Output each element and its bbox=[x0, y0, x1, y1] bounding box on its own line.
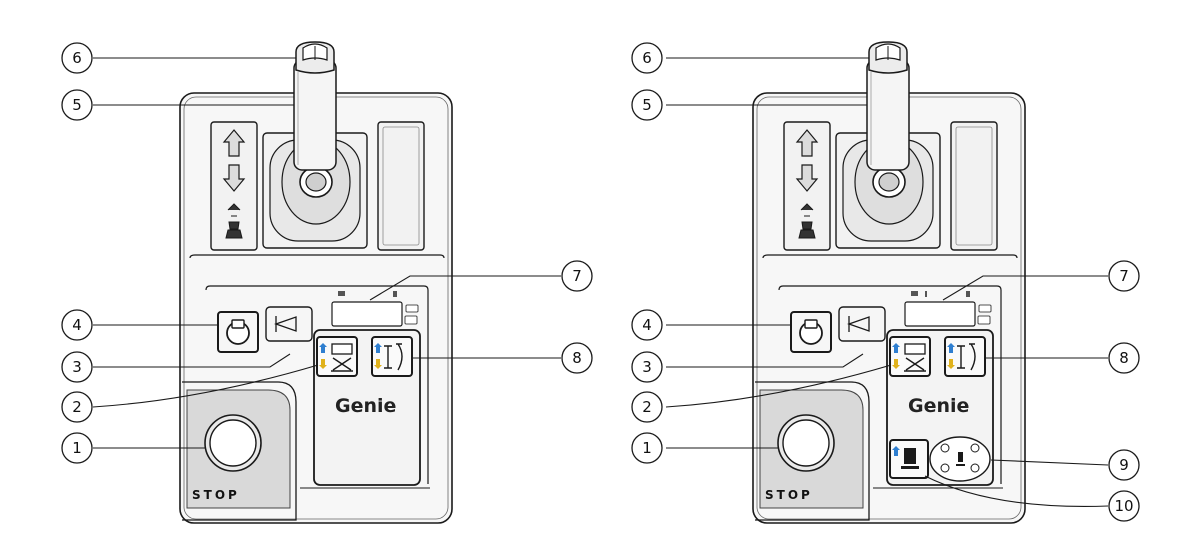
callout-3: 3 bbox=[62, 352, 92, 382]
callout-2: 2 bbox=[62, 392, 92, 422]
callout-3: 3 bbox=[632, 352, 662, 382]
svg-text:7: 7 bbox=[572, 267, 582, 285]
callout-2: 2 bbox=[632, 392, 662, 422]
callout-9: 9 bbox=[1109, 450, 1139, 480]
stop-label: STOP bbox=[192, 488, 240, 502]
outrigger-button bbox=[890, 440, 928, 478]
control-panel-basic: STOP Genie 6 5 4 3 2 1 7 8 bbox=[62, 42, 592, 523]
svg-text:6: 6 bbox=[642, 49, 652, 67]
svg-text:3: 3 bbox=[72, 358, 82, 376]
callout-4: 4 bbox=[632, 310, 662, 340]
svg-text:5: 5 bbox=[642, 96, 652, 114]
callout-5: 5 bbox=[632, 90, 662, 120]
svg-text:8: 8 bbox=[572, 349, 582, 367]
callout-1: 1 bbox=[632, 433, 662, 463]
callout-8: 8 bbox=[562, 343, 592, 373]
svg-text:1: 1 bbox=[642, 439, 652, 457]
svg-text:2: 2 bbox=[72, 398, 82, 416]
callout-7: 7 bbox=[562, 261, 592, 291]
callout-8: 8 bbox=[1109, 343, 1139, 373]
svg-text:1: 1 bbox=[72, 439, 82, 457]
brand-logo: Genie bbox=[908, 395, 969, 417]
svg-text:7: 7 bbox=[1119, 267, 1129, 285]
callout-4: 4 bbox=[62, 310, 92, 340]
svg-text:4: 4 bbox=[72, 316, 82, 334]
svg-text:4: 4 bbox=[642, 316, 652, 334]
control-panel-with-options: STOP Genie bbox=[632, 42, 1139, 523]
svg-text:10: 10 bbox=[1114, 497, 1133, 515]
callout-1: 1 bbox=[62, 433, 92, 463]
brand-logo: Genie bbox=[335, 395, 396, 417]
svg-text:5: 5 bbox=[72, 96, 82, 114]
svg-text:2: 2 bbox=[642, 398, 652, 416]
svg-text:6: 6 bbox=[72, 49, 82, 67]
svg-text:3: 3 bbox=[642, 358, 652, 376]
svg-text:8: 8 bbox=[1119, 349, 1129, 367]
callout-6: 6 bbox=[632, 43, 662, 73]
callout-10: 10 bbox=[1109, 491, 1139, 521]
callout-7: 7 bbox=[1109, 261, 1139, 291]
svg-text:9: 9 bbox=[1119, 456, 1129, 474]
level-indicator bbox=[930, 437, 990, 481]
stop-label: STOP bbox=[765, 488, 813, 502]
callout-6: 6 bbox=[62, 43, 92, 73]
callout-5: 5 bbox=[62, 90, 92, 120]
